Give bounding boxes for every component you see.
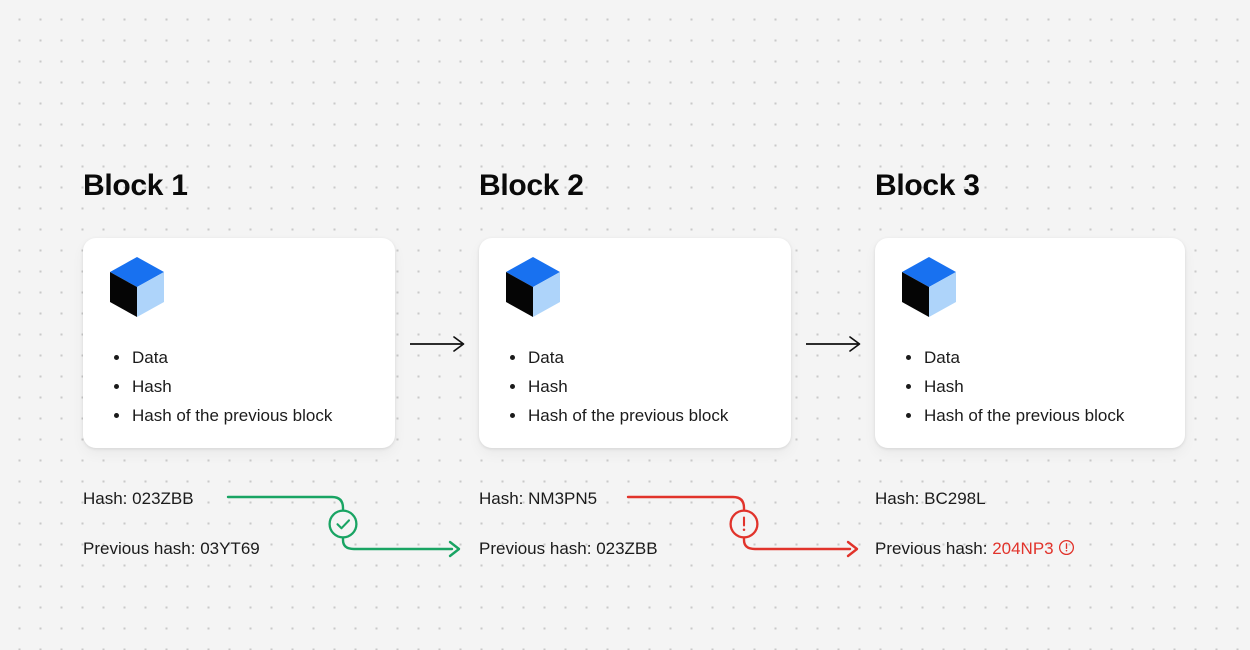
list-item: Hash of the previous block xyxy=(110,401,332,430)
block-card-1[interactable]: Data Hash Hash of the previous block xyxy=(83,238,395,448)
block-prev-hash-row-3: Previous hash: 204NP3 xyxy=(875,538,1075,560)
warning-circle-icon xyxy=(729,509,759,539)
hash-label: Hash: xyxy=(479,489,524,508)
block-hash-row-2: Hash: NM3PN5 xyxy=(479,488,597,510)
list-item: Data xyxy=(902,343,1124,372)
block-title-2: Block 2 xyxy=(479,169,584,202)
prev-hash-label: Previous hash: xyxy=(875,539,988,558)
block-contents-list-3: Data Hash Hash of the previous block xyxy=(902,343,1124,430)
block-hash-row-3: Hash: BC298L xyxy=(875,488,986,510)
block-card-3[interactable]: Data Hash Hash of the previous block xyxy=(875,238,1185,448)
list-item: Hash xyxy=(110,372,332,401)
block-hash-row-1: Hash: 023ZBB xyxy=(83,488,194,510)
cube-icon xyxy=(902,257,956,317)
bullet-icon xyxy=(510,413,515,418)
hash-value: 023ZBB xyxy=(132,489,194,508)
prev-hash-value: 023ZBB xyxy=(596,539,658,558)
list-item: Data xyxy=(110,343,332,372)
hash-label: Hash: xyxy=(875,489,920,508)
bullet-icon xyxy=(114,384,119,389)
list-item: Hash xyxy=(902,372,1124,401)
block-prev-hash-row-1: Previous hash: 03YT69 xyxy=(83,538,260,560)
bullet-icon xyxy=(906,355,911,360)
bullet-icon xyxy=(906,384,911,389)
bullet-icon xyxy=(510,384,515,389)
list-item: Data xyxy=(506,343,728,372)
block-prev-hash-row-2: Previous hash: 023ZBB xyxy=(479,538,658,560)
bullet-icon xyxy=(510,355,515,360)
cube-icon xyxy=(506,257,560,317)
hash-label: Hash: xyxy=(83,489,128,508)
list-item-label: Hash of the previous block xyxy=(528,406,729,425)
block-card-2[interactable]: Data Hash Hash of the previous block xyxy=(479,238,791,448)
list-item: Hash xyxy=(506,372,728,401)
block-contents-list-1: Data Hash Hash of the previous block xyxy=(110,343,332,430)
block-contents-list-2: Data Hash Hash of the previous block xyxy=(506,343,728,430)
arrow-right-icon xyxy=(806,336,861,352)
list-item-label: Hash of the previous block xyxy=(924,406,1125,425)
block-title-1: Block 1 xyxy=(83,169,188,202)
prev-hash-value-invalid: 204NP3 xyxy=(992,539,1054,558)
prev-hash-label: Previous hash: xyxy=(479,539,592,558)
bullet-icon xyxy=(906,413,911,418)
cube-icon xyxy=(110,257,164,317)
arrow-right-icon xyxy=(410,336,465,352)
prev-hash-value: 03YT69 xyxy=(200,539,260,558)
list-item-label: Hash of the previous block xyxy=(132,406,333,425)
check-circle-icon xyxy=(328,509,358,539)
list-item-label: Data xyxy=(528,348,564,367)
connector-invalid-2-3 xyxy=(626,495,859,558)
block-title-3: Block 3 xyxy=(875,169,980,202)
list-item-label: Data xyxy=(132,348,168,367)
list-item-label: Hash xyxy=(924,377,964,396)
hash-value: BC298L xyxy=(924,489,986,508)
hash-value: NM3PN5 xyxy=(528,489,598,508)
bullet-icon xyxy=(114,413,119,418)
list-item: Hash of the previous block xyxy=(902,401,1124,430)
list-item-label: Hash xyxy=(528,377,568,396)
connector-valid-1-2 xyxy=(226,495,461,558)
warning-circle-icon xyxy=(1058,539,1074,556)
list-item-label: Hash xyxy=(132,377,172,396)
bullet-icon xyxy=(114,355,119,360)
list-item: Hash of the previous block xyxy=(506,401,728,430)
list-item-label: Data xyxy=(924,348,960,367)
prev-hash-label: Previous hash: xyxy=(83,539,196,558)
